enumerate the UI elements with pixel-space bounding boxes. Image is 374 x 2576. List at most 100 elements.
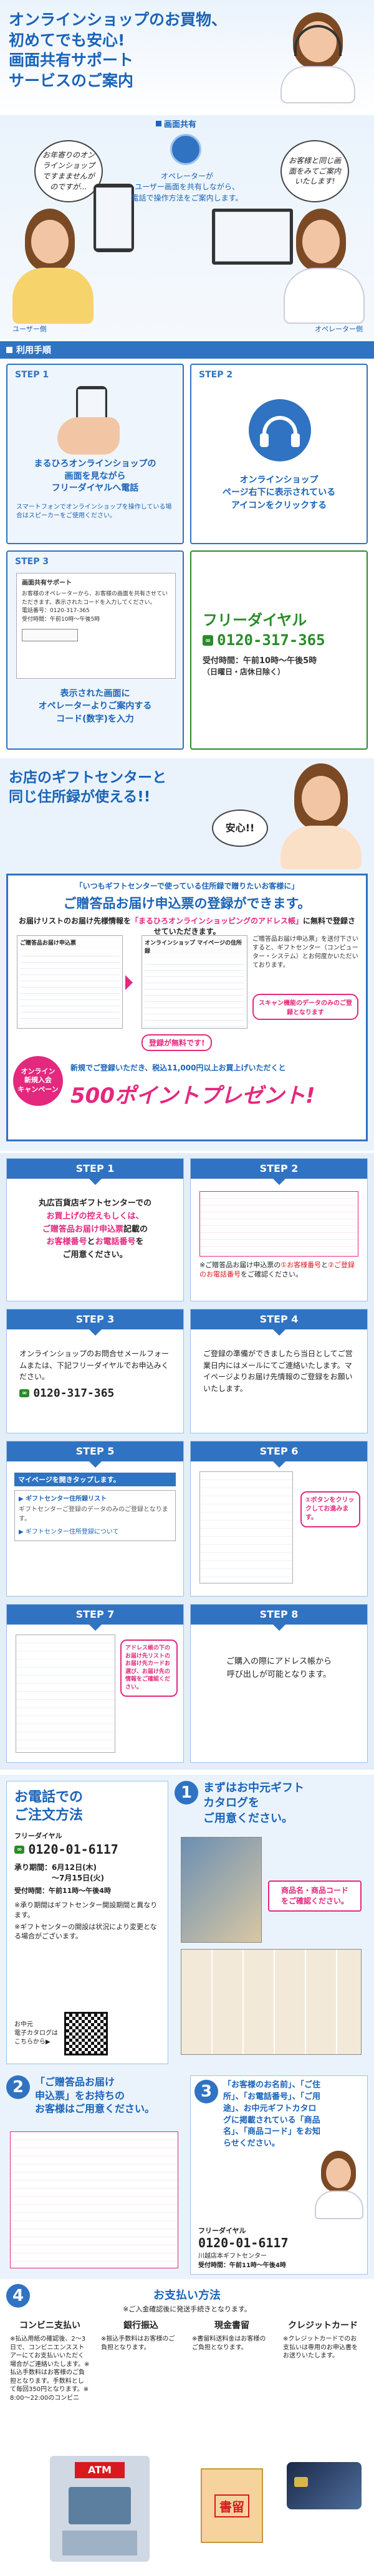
code-screen-tel: 電話番号：0120-317-365 — [22, 608, 90, 614]
campaign-desc: 新規でご登録いただき、税込11,000円以上お買上げいただくと — [70, 1064, 286, 1072]
order-steps-2-3: 2 「ご贈答品お届け 申込票」をお持ちの お客様はご用意ください。 3 「お客様… — [0, 2070, 374, 2279]
operator-speech-bubble: お客様と同じ画面をみてご案内いたします! — [280, 140, 349, 202]
gift-step6-label: STEP 6 — [191, 1441, 367, 1468]
phone-mockup — [94, 184, 134, 252]
step-number-2: 2 — [6, 2075, 30, 2099]
gift-step5: STEP 5 マイページを開きタップします。 ▶ ギフトセンター住所録リスト ギ… — [6, 1441, 184, 1597]
right-note: ご贈答品お届け申込票」を送付下さいすると、ギフトセンター（コンピューター・システ… — [252, 936, 358, 969]
order-step2-title: 「ご贈答品お届け 申込票」をお持ちの お客様はご用意ください。 — [35, 2076, 155, 2115]
hero-line2: 初めてでも安心! — [9, 31, 125, 49]
code-screen-hours: 受付時間：午前10時〜午後5時 — [22, 616, 100, 623]
points-headline: 500ポイントプレゼント! — [70, 1083, 315, 1108]
gift-headline2: 同じ住所録が使える!! — [9, 789, 151, 806]
screen-share-label: 画面共有 — [164, 120, 197, 130]
phone-order-number[interactable]: 0120-01-6117 — [28, 1842, 118, 1857]
screen-share-section: 画面共有 お年寄りのオンラインショップですまませんがのですが... お客様と同じ… — [0, 115, 374, 339]
user-illustration — [6, 209, 100, 327]
order-step3: 3 「お客様のお名前」、「ご住所」、「お電話番号」、「ご用途」、お中元ギフトカタ… — [190, 2075, 368, 2275]
order-step2: 2 「ご贈答品お届け 申込票」をお持ちの お客様はご用意ください。 — [6, 2075, 184, 2275]
operator-illustration-2 — [274, 209, 368, 327]
step6-callout: ①ボタンをクリックしてお進みます。 — [300, 1491, 360, 1527]
gift-banner-q: 「いつもギフトセンターで使っている住所録で贈りたいお客様に」 — [75, 882, 299, 890]
address-book-emphasis: 「まるひろオンラインショッピングのアドレス帳」 — [130, 917, 303, 925]
order-step3-title: 「お客様のお名前」、「ご住所」、「お電話番号」、「ご用途」、お中元ギフトカタログ… — [223, 2080, 321, 2149]
atm-illustration: ATM — [50, 2456, 150, 2562]
payment-cash: 現金書留 ※書留料送料金はお客様のご負担となります。 — [192, 2321, 266, 2351]
payment-section: 4 お支払い方法 ※ご入金確認後に発送手続きとなります。 コンビニ支払い ※払込… — [0, 2279, 374, 2576]
catalog-cover — [181, 1837, 262, 1943]
order-step3-number[interactable]: 0120-01-6117 — [198, 2235, 289, 2250]
operator-illustration — [268, 6, 368, 106]
operator-description: オペレーターが ユーザー画面を共有しながら、 電話で操作方法をご案内します。 — [131, 172, 243, 202]
gift-step3: STEP 3 オンラインショップのお問合せメールフォームまたは、下記フリーダイヤ… — [6, 1309, 184, 1433]
arrow-right-icon — [125, 975, 140, 990]
gift-step7-label: STEP 7 — [7, 1605, 183, 1631]
gift-step3-label: STEP 3 — [7, 1309, 183, 1336]
step7-callout: アドレス帳の下のお届け先リストのお届け先カードお選び、お届け先の情報をご確認くだ… — [120, 1639, 178, 1697]
usage-step3: STEP 3 画面共有サポート お客様のオペレーターから、お客様の画面を共有させ… — [6, 550, 184, 750]
sample-form-right: オンラインショップ マイページの住所録 — [141, 935, 247, 1029]
freedial-title: フリーダイヤル — [203, 611, 307, 629]
product-code-badge: 商品名・商品コード をご確認ください。 — [268, 1880, 362, 1912]
address-book-screen — [16, 1635, 115, 1753]
usage-step1-title: まるひろオンラインショップの 画面を見ながら フリーダイヤルへ電話 — [34, 459, 156, 494]
usage-step2-label: STEP 2 — [199, 370, 233, 380]
gift-step1-label: STEP 1 — [7, 1159, 183, 1185]
gift-section: お店のギフトセンターと 同じ住所録が使える!! 安心!! 「いつもギフトセンター… — [0, 758, 374, 1151]
address-registration-link[interactable]: ▶ ギフトセンター住所登録について — [19, 1529, 119, 1536]
gift-step5-label: STEP 5 — [7, 1441, 183, 1468]
step-number-1: 1 — [175, 1781, 198, 1805]
code-input[interactable] — [22, 629, 78, 641]
atm-sign: ATM — [75, 2462, 125, 2478]
gift-step2: STEP 2 ※ご贈答品お届け申込票の①お客様番号と②ご登録のお電話番号をご確認… — [190, 1158, 368, 1301]
registered-envelope-icon: 書留 — [201, 2468, 263, 2543]
gift-banner: 「いつもギフトセンターで使っている住所録で贈りたいお客様に」 ご贈答品お届け申込… — [6, 874, 368, 1141]
gift-step1: STEP 1 丸広百貨店ギフトセンターでの お買上げの控えもしくは、 ご贈答品お… — [6, 1158, 184, 1301]
usage-step1-label: STEP 1 — [15, 370, 49, 380]
gift-step7: STEP 7 アドレス帳の下のお届け先リストのお届け先カードお選び、お届け先の情… — [6, 1604, 184, 1763]
step-number-4: 4 — [6, 2284, 30, 2308]
usage-bar: 利用手順 — [0, 341, 374, 359]
usage-step2: STEP 2 オンラインショップ ページ右下に表示されている アイコンをクリック… — [190, 364, 368, 544]
order-step1-title: まずはお中元ギフト カタログを ご用意ください。 — [203, 1781, 304, 1825]
credit-card-icon — [287, 2462, 362, 2509]
hero-line4: サービスのご案内 — [9, 71, 134, 90]
gift-banner-title: ご贈答品お届け申込票の登録ができます。 — [63, 896, 311, 911]
qr-code[interactable] — [64, 2012, 108, 2055]
square-bullet-icon — [6, 347, 12, 353]
gift-step3-tel[interactable]: 0120-317-365 — [33, 1386, 115, 1400]
gift-step4-label: STEP 4 — [191, 1309, 367, 1336]
usage-step1: STEP 1 まるひろオンラインショップの 画面を見ながら フリーダイヤルへ電話… — [6, 364, 184, 544]
freedial-icon: ∞ — [19, 1389, 30, 1397]
support-headset-icon[interactable] — [249, 399, 311, 461]
free-bubble: 登録が無料です! — [141, 1034, 213, 1051]
freedial-icon: ∞ — [14, 1845, 25, 1854]
scan-note: スキャン機能のデータのみのご登録となります — [252, 994, 358, 1020]
form-sample-image — [199, 1191, 358, 1257]
gift-step4: STEP 4 ご登録の準備ができましたら当日としてご営業日内にはメールにてご連絡… — [190, 1309, 368, 1433]
square-bullet-icon — [156, 121, 161, 126]
address-list-link[interactable]: ▶ ギフトセンター住所録リスト — [19, 1496, 107, 1503]
hand-phone-illustration — [51, 386, 132, 455]
woman-illustration — [274, 763, 368, 869]
usage-step3-title: 表示された画面に オペレーターよりご案内する コード(数字)を入力 — [38, 689, 152, 724]
monitor-mockup — [212, 209, 293, 265]
gift-steps-section: STEP 1 丸広百貨店ギフトセンターでの お買上げの控えもしくは、 ご贈答品お… — [0, 1153, 374, 1770]
payment-title: お支払い方法 — [153, 2289, 221, 2302]
hero-line1: オンラインショップのお買物、 — [9, 11, 228, 29]
hero-section: オンラインショップのお買物、 初めてでも安心! 画面共有サポート サービスのご案… — [0, 0, 374, 112]
operator-side-label: オペレーター側 — [315, 325, 363, 333]
gift-step8-label: STEP 8 — [191, 1605, 367, 1631]
usage-section: 利用手順 STEP 1 まるひろオンラインショップの 画面を見ながら フリーダイ… — [0, 341, 374, 755]
phone-order-section: お電話での ご注文方法 フリーダイヤル ∞ 0120-01-6117 承り期間：… — [0, 1775, 374, 2070]
payment-credit: クレジットカード ※クレジットカードでのお支払いは専用のお申込書をお送りいたしま… — [283, 2321, 358, 2359]
payment-convenience: コンビニ支払い ※払込用紙の確認後、2〜3日で、コンビニエンスストアーにてお支払… — [10, 2321, 90, 2402]
usage-step3-label: STEP 3 — [15, 557, 49, 567]
gift-step8: STEP 8 ご購入の際にアドレス帳から 呼び出しが可能となります。 — [190, 1604, 368, 1763]
user-side-label: ユーザー側 — [12, 325, 47, 333]
code-screen-text: お客様のオペレーターから、お客様の画面を共有させていただきます。表示されたコード… — [22, 591, 168, 606]
freedial-number[interactable]: 0120-317-365 — [217, 631, 325, 649]
gift-step6: STEP 6 ①ボタンをクリックしてお進みます。 — [190, 1441, 368, 1597]
globe-icon — [170, 134, 201, 165]
payment-note: ※ご入金確認後に発送手続きとなります。 — [123, 2305, 251, 2313]
